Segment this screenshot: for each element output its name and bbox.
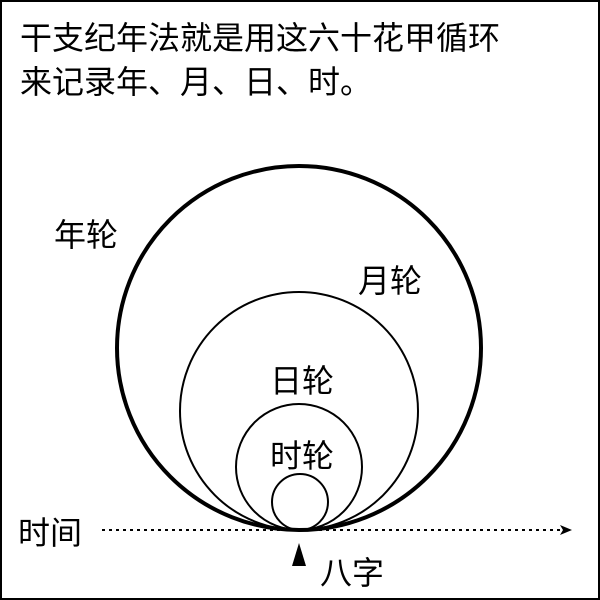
- caption-line-1: 干支纪年法就是用这六十花甲循环: [20, 19, 501, 57]
- year-wheel-circle: [115, 164, 483, 532]
- caption: 干支纪年法就是用这六十花甲循环 来记录年、月、日、时。: [20, 16, 590, 104]
- hour-wheel-label: 时轮: [270, 437, 334, 475]
- year-wheel-label: 年轮: [54, 216, 118, 254]
- bazi-pointer-icon: [292, 543, 306, 566]
- month-wheel-label: 月轮: [358, 262, 422, 300]
- day-wheel-label: 日轮: [270, 362, 334, 400]
- hour-wheel-circle: [271, 473, 329, 531]
- time-axis-label: 时间: [18, 514, 82, 552]
- bazi-label: 八字: [320, 554, 384, 592]
- month-wheel-circle: [179, 291, 419, 531]
- caption-line-2: 来记录年、月、日、时。: [20, 63, 373, 101]
